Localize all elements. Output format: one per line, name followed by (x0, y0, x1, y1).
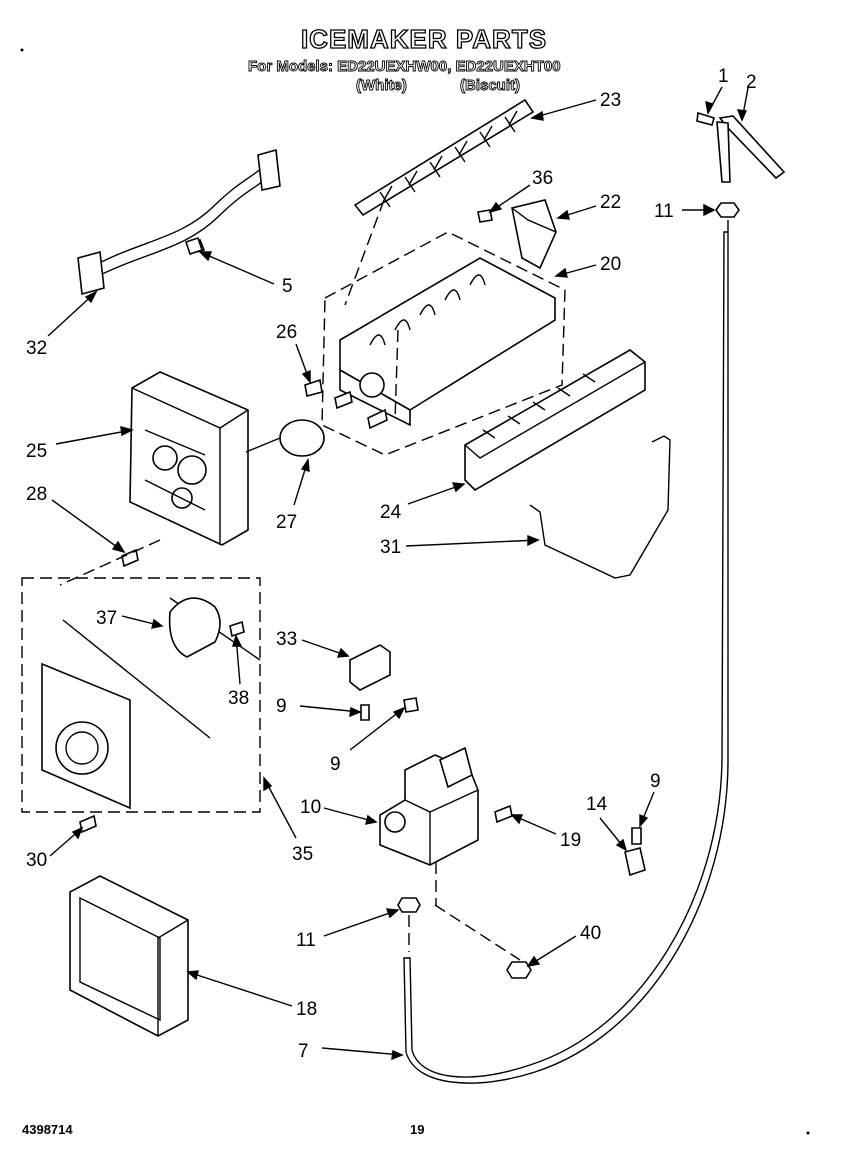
callout-9-c: 9 (650, 771, 661, 792)
callout-31: 31 (380, 537, 401, 558)
callout-23: 23 (600, 90, 621, 111)
part-9-screw-a (360, 704, 370, 721)
callout-9-b: 9 (330, 754, 341, 775)
callout-20: 20 (600, 254, 621, 275)
variant-biscuit: (Biscuit) (460, 77, 521, 95)
part-27-motor (245, 419, 325, 457)
part-31-shutoff-arm (529, 435, 671, 579)
callout-32: 32 (26, 338, 47, 359)
callout-37: 37 (96, 608, 117, 629)
part-9-screw-b (403, 697, 419, 713)
part-11-nut-top (715, 202, 740, 218)
variant-white: (White) (356, 77, 408, 95)
part-22-fill-cup (511, 199, 557, 270)
part-40-nut (506, 961, 532, 979)
callout-40: 40 (580, 923, 601, 944)
callout-7: 7 (298, 1041, 309, 1062)
part-10-water-valve (379, 746, 479, 866)
callout-24: 24 (380, 502, 402, 523)
part-5-clip (184, 236, 204, 256)
part-26-screw (304, 378, 323, 397)
part-37-motor (168, 597, 221, 658)
leader-lines (47, 86, 749, 1061)
callout-11-top: 11 (654, 201, 674, 222)
callout-10: 10 (300, 797, 321, 818)
callout-33: 33 (276, 629, 297, 650)
callout-22: 22 (600, 192, 621, 213)
part-25-module-housing (129, 371, 249, 546)
part-19-screw (494, 804, 513, 824)
callout-35: 35 (292, 844, 313, 865)
part-20-mold (334, 257, 556, 430)
part-11-nut-bottom (397, 897, 421, 913)
part-20-dashed-outline (321, 231, 566, 456)
callout-30: 30 (26, 850, 47, 871)
callout-labels: 1 2 23 36 22 11 20 5 32 26 25 27 28 24 3… (26, 66, 757, 1062)
part-18-cover (69, 875, 189, 1037)
doc-number: 4398714 (22, 1122, 73, 1137)
page-number: 19 (410, 1122, 425, 1137)
callout-19: 19 (560, 830, 581, 851)
part-30-screw (79, 814, 97, 834)
callout-9-a: 9 (276, 696, 287, 717)
callout-26: 26 (276, 322, 297, 343)
part-33-bracket (349, 644, 391, 691)
part-38-screw (229, 620, 245, 638)
callout-38: 38 (228, 688, 249, 709)
callout-18: 18 (296, 999, 317, 1020)
page-title: ICEMAKER PARTS (300, 23, 548, 54)
callout-27: 27 (276, 512, 297, 533)
callout-36: 36 (532, 168, 553, 189)
part-14-clamp (624, 827, 646, 877)
part-24-stripper (464, 349, 646, 492)
callout-28: 28 (26, 484, 47, 505)
models-line: For Models: ED22UEXHW00, ED22UEXHT00 (248, 58, 561, 76)
callout-2: 2 (746, 72, 757, 93)
part-1-screw (696, 111, 715, 126)
part-28-screw (121, 548, 139, 568)
callout-11-bottom: 11 (296, 930, 316, 951)
part-35-dashed-box (21, 577, 261, 813)
callout-1: 1 (718, 66, 729, 87)
part-2-fill-tube (716, 115, 786, 183)
part-7-water-tube (403, 231, 729, 1084)
callout-25: 25 (26, 441, 47, 462)
callout-14: 14 (586, 794, 608, 815)
part-23-ejector (353, 98, 535, 217)
part-32-wire-harness (77, 148, 281, 296)
callout-5: 5 (282, 276, 293, 297)
part-35-module-plate (41, 662, 131, 810)
